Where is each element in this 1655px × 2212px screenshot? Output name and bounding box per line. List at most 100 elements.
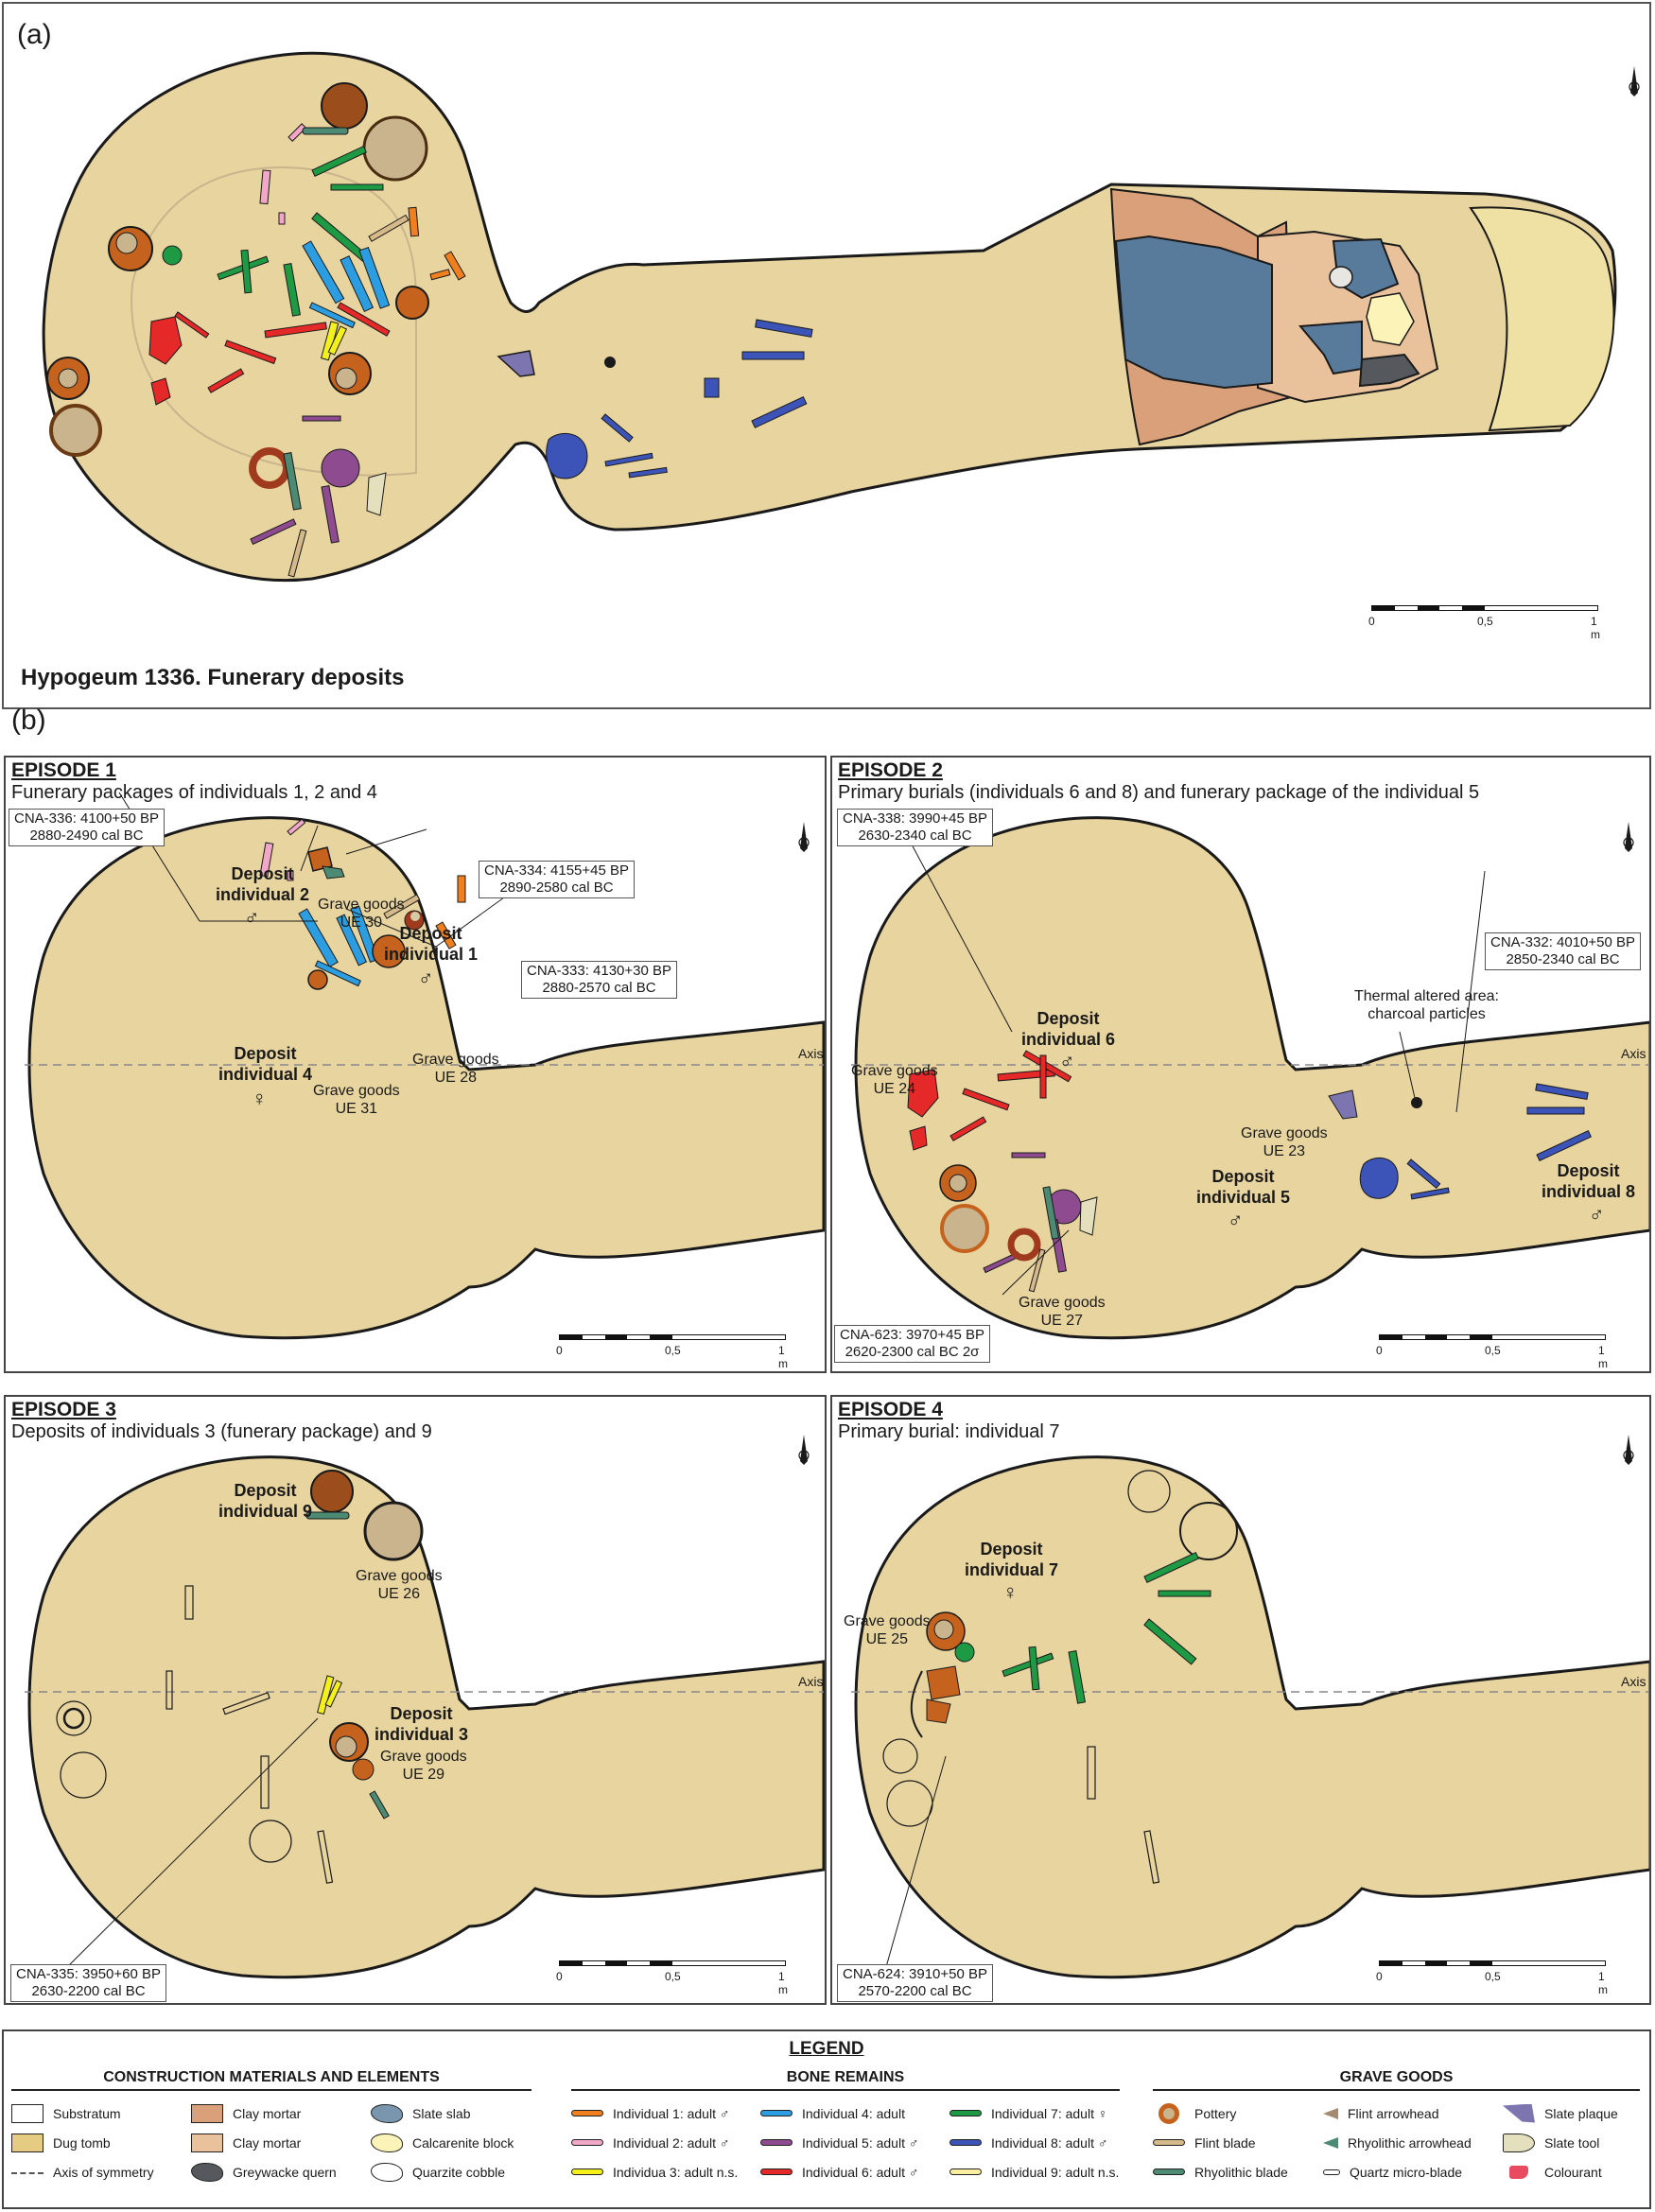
scale-bar: 0 0,5 1 m [556,1334,788,1370]
episode-3-plan [25,1435,825,1979]
legend-item: Individual 4: adult [760,2099,949,2128]
bar-swatch-icon [1153,2168,1185,2175]
scale-tick: 0,5 [1485,1970,1501,1983]
slate-slab-large [1114,235,1273,390]
rhyolithic-blade [302,127,349,135]
bar-swatch-icon [1153,2139,1185,2146]
axis-label: Axis [1621,1046,1646,1061]
episode-subtitle: Deposits of individuals 3 (funerary pack… [11,1421,432,1442]
bones-individual-3 [321,321,348,361]
greywacke-quern [1358,353,1420,388]
legend-item-label: Substratum [53,2105,121,2121]
north-arrow-icon [1623,1435,1634,1465]
legend-section-title: BONE REMAINS [571,2069,1120,2091]
male-symbol-icon: ♂ [418,966,434,989]
bones-individual-6 [148,302,391,406]
episode-4-plan [851,1435,1649,1979]
legend-item: Quarzite cobble [371,2157,531,2186]
legend-item-label: Rhyolithic blade [1194,2164,1288,2180]
scale-tick: 0 [1376,1344,1383,1357]
scale-bar-a: 0 0,5 1 m [1368,605,1600,641]
date-cal: 2850-2340 cal BC [1506,951,1620,967]
scale-tick: 1 m [778,1344,788,1370]
date-bp: CNA-334: 4155+45 BP [484,862,630,879]
date-cal: 2620-2300 cal BC 2σ [845,1344,980,1360]
bones-individual-1 [408,206,466,281]
scale-tick: 0 [1368,615,1375,628]
date-bp: CNA-335: 3950+60 BP [16,1966,162,1982]
legend-section-title: GRAVE GOODS [1153,2069,1640,2091]
legend-item: Axis of symmetry [11,2157,191,2186]
legend-item-label: Slate plaque [1544,2105,1618,2121]
scale-tick: 1 m [1598,1970,1608,1996]
bone-swatch-icon [760,2139,793,2146]
legend: LEGEND CONSTRUCTION MATERIALS AND ELEMEN… [2,2029,1651,2209]
legend-item: Substratum [11,2099,191,2128]
male-symbol-icon: ♂ [1059,1049,1075,1072]
legend-item: Flint arrowhead [1323,2099,1503,2128]
thermal-area-annotation: Thermal altered area:charcoal particles [1354,988,1499,1022]
bones-individual-2 [259,123,307,225]
north-arrow-icon [798,822,810,852]
scale-bar: 0 0,5 1 m [1376,1960,1608,1996]
episode-3-panel: EPISODE 3 Deposits of individuals 3 (fun… [4,1395,827,2005]
rect-swatch-icon [11,2133,44,2152]
north-arrow-icon [1623,822,1634,852]
radiocarbon-date-box: CNA-624: 3910+50 BP 2570-2200 cal BC [837,1964,994,2002]
pottery-vessel [362,115,428,182]
north-arrow-icon [798,1435,810,1465]
arrow-swatch-icon [1323,2107,1338,2119]
bone-swatch-icon [949,2168,982,2175]
bone-swatch-icon [571,2139,603,2146]
axis-label: Axis [798,1674,824,1689]
legend-bones: BONE REMAINS Individual 1: adult ♂Indivi… [571,2069,1120,2186]
legend-item-label: Colourant [1544,2164,1602,2180]
blob-swatch-icon [191,2162,223,2182]
slate-tool [366,472,387,516]
radiocarbon-date-box: CNA-623: 3970+45 BP 2620-2300 cal BC 2σ [834,1325,991,1363]
bone-swatch-icon [760,2168,793,2175]
legend-item: Rhyolithic blade [1153,2157,1323,2186]
bone-swatch-icon [760,2110,793,2116]
date-cal: 2880-2490 cal BC [29,827,144,844]
legend-item: Flint blade [1153,2128,1323,2157]
legend-item: Slate slab [371,2099,531,2128]
legend-item-label: Axis of symmetry [53,2164,154,2180]
male-symbol-icon: ♂ [1589,1202,1605,1226]
legend-title: LEGEND [789,2039,864,2059]
date-bp: CNA-336: 4100+50 BP [14,810,160,827]
axis-label: Axis [798,1046,824,1061]
female-symbol-icon: ♀ [252,1087,268,1110]
date-bp: CNA-624: 3910+50 BP [843,1966,988,1982]
legend-item: Dug tomb [11,2128,191,2157]
episode-subtitle: Primary burials (individuals 6 and 8) an… [838,782,1480,803]
legend-construction: CONSTRUCTION MATERIALS AND ELEMENTS Subs… [11,2069,531,2186]
bones-individual-4 [302,240,391,329]
legend-item-label: Individual 7: adult ♀ [991,2105,1108,2121]
panel-a-frame [2,2,1651,709]
panel-a-plan [42,51,1640,583]
rect-swatch-icon [11,2103,44,2123]
micro-swatch-icon [1323,2168,1340,2175]
legend-item-label: Individual 5: adult ♂ [802,2134,919,2151]
legend-item: Clay mortar [191,2099,371,2128]
episode-heading: EPISODE 1 [11,759,116,781]
legend-item-label: Greywacke quern [233,2164,337,2180]
legend-item: Individual 8: adult ♂ [949,2128,1120,2157]
legend-section-title: CONSTRUCTION MATERIALS AND ELEMENTS [11,2069,531,2091]
legend-item: Quartz micro-blade [1323,2157,1503,2186]
legend-item: Individual 5: adult ♂ [760,2128,949,2157]
legend-item-label: Flint blade [1194,2134,1256,2151]
radiocarbon-date-box: CNA-334: 4155+45 BP 2890-2580 cal BC [479,861,636,898]
dash-swatch-icon [11,2171,44,2174]
